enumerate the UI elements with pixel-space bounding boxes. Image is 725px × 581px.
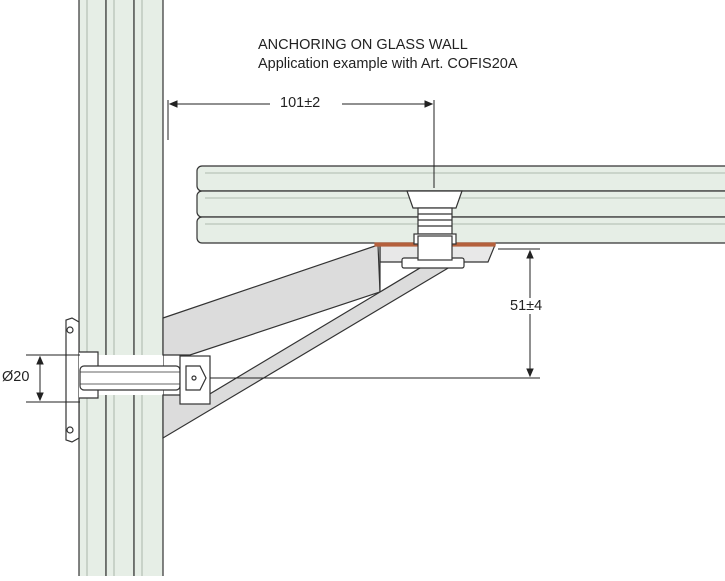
bolt bbox=[79, 355, 211, 405]
horizontal-glass-panel bbox=[196, 165, 725, 244]
title-line-1: ANCHORING ON GLASS WALL bbox=[258, 37, 468, 53]
dimension-vertical: 51±4 bbox=[508, 298, 545, 314]
dimension-diameter: Ø20 bbox=[0, 369, 32, 385]
point-fixing bbox=[401, 190, 465, 269]
dimension-horizontal: 101±2 bbox=[278, 95, 323, 111]
dimension-lines bbox=[26, 100, 540, 403]
title-line-2: Application example with Art. COFIS20A bbox=[258, 56, 518, 72]
vertical-glass-wall bbox=[78, 0, 164, 581]
support-bracket bbox=[162, 244, 496, 440]
drawing-title: ANCHORING ON GLASS WALL Application exam… bbox=[258, 36, 518, 74]
